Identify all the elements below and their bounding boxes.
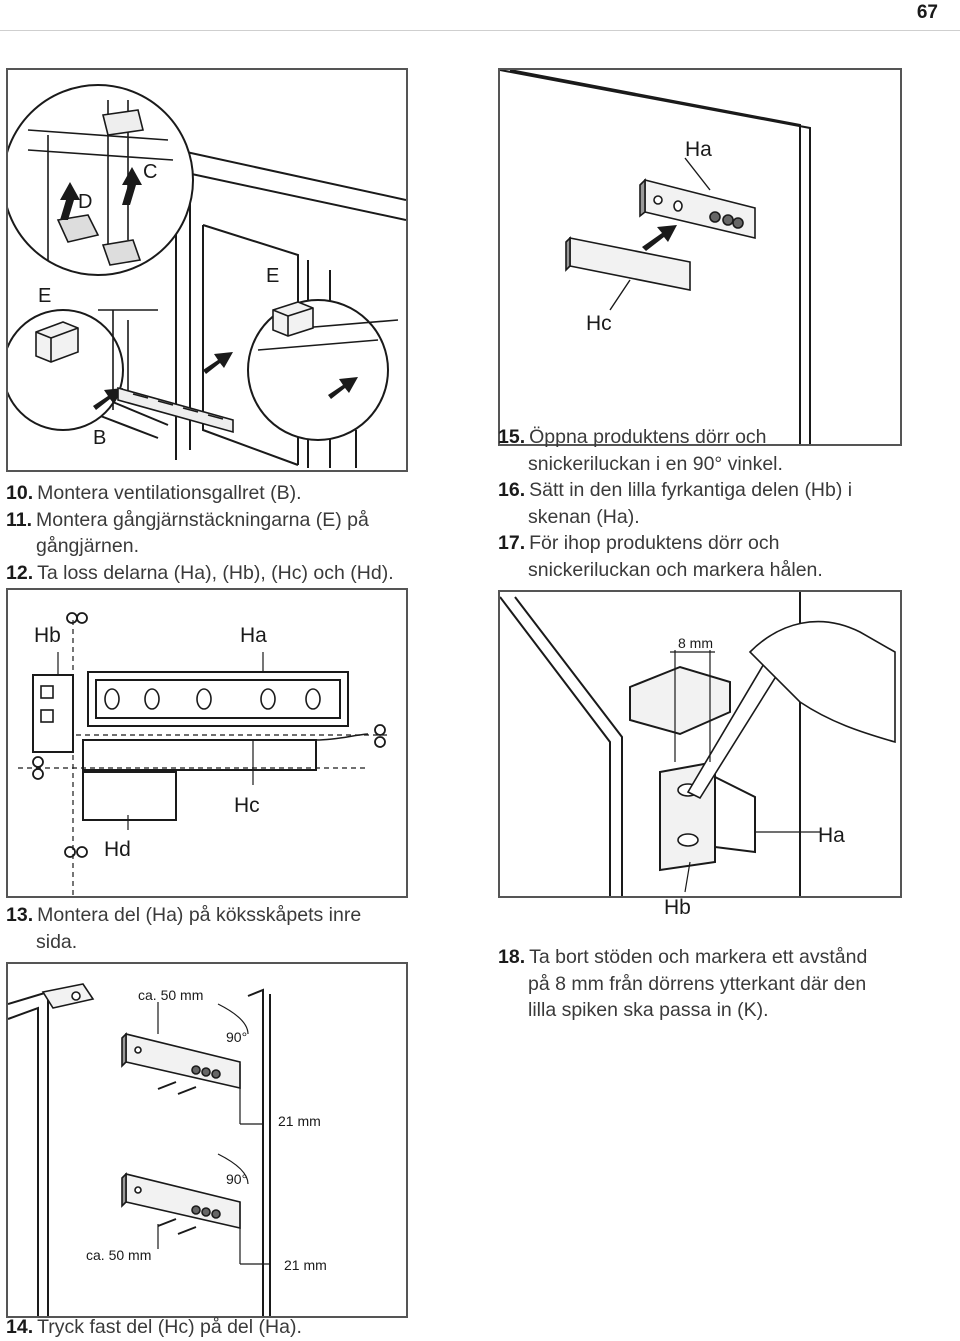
step-text-cont: snickeriluckan i en 90° vinkel.: [528, 452, 783, 475]
step-text-cont: gångjärnen.: [36, 535, 140, 557]
step-number: 15.: [498, 426, 526, 448]
step-text-cont: skenan (Ha).: [528, 505, 640, 528]
step-text-cont: lilla spiken ska passa in (K).: [528, 999, 769, 1021]
figure-separate-parts: Hb Ha Hc Hd: [6, 588, 408, 898]
figure-measurements: ca. 50 mm 90° 21 mm 90° ca. 50 mm 21 mm: [6, 962, 408, 1318]
step-text: Ta bort stöden och markera ett avstånd: [529, 946, 868, 968]
label-90-top: 90°: [226, 1029, 247, 1045]
figure-ha-hc-parts: Ha Hc: [498, 68, 902, 446]
step-number: 12.: [6, 561, 34, 584]
label-hc: Hc: [586, 312, 612, 335]
label-c: C: [143, 161, 157, 183]
step-text-cont: sida.: [36, 930, 78, 953]
label-hd: Hd: [104, 838, 131, 861]
figure-mark-8mm: 8 mm Ha: [498, 590, 902, 898]
label-ha: Ha: [240, 624, 267, 647]
step-number: 17.: [498, 532, 526, 554]
step-15-16-17: 15.Öppna produktens dörr och snickeriluc…: [498, 424, 958, 583]
label-e-right: E: [266, 265, 279, 287]
label-hb: Hb: [34, 624, 61, 647]
step-10-11-12: 10.Montera ventilationsgallret (B). 11.M…: [6, 480, 466, 586]
label-e-left: E: [38, 285, 51, 307]
figure-vent-grille-hinge-covers: D C E E B: [6, 68, 408, 472]
step-text: Sätt in den lilla fyrkantiga delen (Hb) …: [529, 479, 853, 501]
page-number: 67: [916, 2, 938, 23]
label-90-bottom: 90°: [226, 1171, 247, 1187]
step-text: Montera gångjärnstäckningarna (E) på: [36, 508, 369, 531]
step-text-cont: snickeriluckan och markera hålen.: [528, 558, 823, 581]
step-number: 14.: [6, 1316, 34, 1338]
label-b: B: [93, 427, 106, 449]
step-14: 14.Tryck fast del (Hc) på del (Ha).: [6, 1314, 466, 1341]
step-text: Öppna produktens dörr och: [529, 426, 767, 448]
label-hc: Hc: [234, 794, 260, 817]
label-ha: Ha: [818, 824, 845, 847]
label-ca50-bottom: ca. 50 mm: [86, 1247, 151, 1263]
label-d: D: [78, 191, 92, 213]
header-rule: [0, 30, 960, 31]
step-18: 18.Ta bort stöden och markera ett avstån…: [498, 944, 958, 1024]
step-number: 18.: [498, 946, 526, 968]
step-number: 13.: [6, 904, 34, 926]
step-text: Ta loss delarna (Ha), (Hb), (Hc) och (Hd…: [37, 561, 394, 584]
label-21mm-bottom: 21 mm: [284, 1257, 327, 1273]
step-text: Montera del (Ha) på köksskåpets inre: [37, 904, 362, 926]
step-text: Montera ventilationsgallret (B).: [37, 482, 302, 504]
label-ha: Ha: [685, 138, 712, 161]
label-8mm: 8 mm: [678, 635, 713, 651]
step-text-cont: på 8 mm från dörrens ytterkant där den: [528, 972, 867, 995]
label-21mm-top: 21 mm: [278, 1113, 321, 1129]
step-13: 13.Montera del (Ha) på köksskåpets inre …: [6, 902, 466, 955]
step-text: Tryck fast del (Hc) på del (Ha).: [37, 1316, 302, 1338]
label-ca50-top: ca. 50 mm: [138, 987, 203, 1003]
step-text: För ihop produktens dörr och: [529, 532, 780, 554]
step-number: 10.: [6, 482, 34, 504]
step-number: 11.: [6, 508, 33, 531]
label-hb: Hb: [664, 896, 691, 919]
step-number: 16.: [498, 479, 526, 501]
